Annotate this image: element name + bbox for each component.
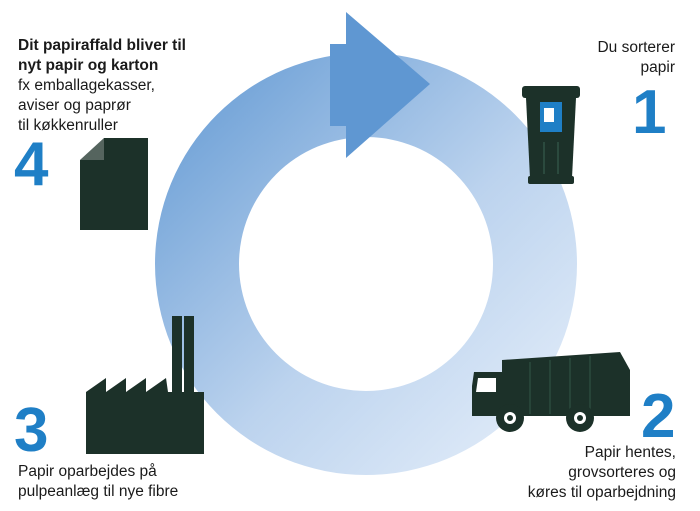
step-4-line-3: til køkkenruller [18, 117, 118, 134]
wheelie-bin-icon [522, 86, 580, 184]
paper-sheet-icon [80, 138, 148, 230]
step-3-text: Papir oparbejdes på pulpeanlæg til nye f… [18, 462, 248, 502]
step-4-bold-line-2: nyt papir og karton [18, 57, 159, 74]
step-2-line-3: køres til oparbejdning [527, 484, 676, 501]
step-2-number: 2 [641, 382, 676, 451]
cycle-arrow-head [346, 12, 430, 158]
step-3-line-1: Papir oparbejdes på [18, 463, 157, 480]
step-3-line-2: pulpeanlæg til nye fibre [18, 483, 179, 500]
step-1-line-1: Du sorterer [597, 39, 675, 56]
step-4-line-1: fx emballagekasser, [18, 77, 155, 94]
cycle-ring [155, 53, 577, 475]
step-3-number: 3 [14, 396, 49, 465]
step-2-text: Papir hentes, grovsorteres og køres til … [490, 443, 676, 503]
garbage-truck-icon [472, 352, 630, 432]
step-1-number: 1 [632, 78, 667, 147]
step-1-line-2: papir [640, 59, 675, 76]
factory-icon [86, 316, 204, 454]
step-2-line-1: Papir hentes, [584, 444, 676, 461]
step-4-bold-line-1: Dit papiraffald bliver til [18, 37, 186, 54]
step-4-number: 4 [14, 130, 49, 199]
step-4-line-2: aviser og paprør [18, 97, 131, 114]
step-1-text: Du sorterer papir [530, 38, 675, 78]
step-4-text: Dit papiraffald bliver til nyt papir og … [18, 36, 248, 136]
step-2-line-2: grovsorteres og [568, 464, 676, 481]
